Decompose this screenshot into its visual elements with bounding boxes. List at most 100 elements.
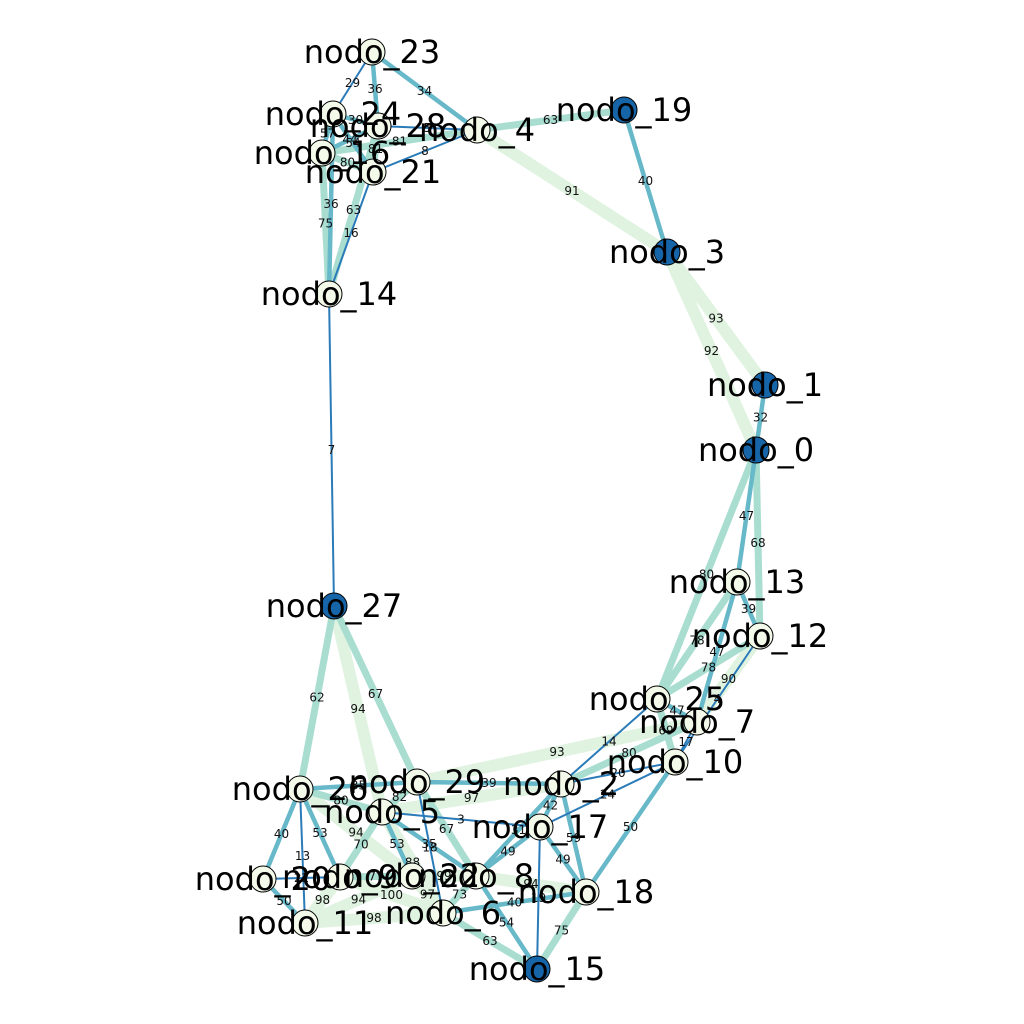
- node-n0[interactable]: [742, 436, 770, 464]
- node-label: nodo_17: [472, 808, 608, 846]
- edge-weight-label: 53: [312, 826, 327, 840]
- edge-weight-label: 91: [564, 184, 579, 198]
- edge-n26-n22: [294, 783, 418, 882]
- edge-n2-n5: [376, 778, 567, 818]
- node-n13[interactable]: [723, 568, 751, 596]
- node-n28[interactable]: [364, 112, 392, 140]
- node-label: nodo_22: [344, 857, 480, 895]
- node-n19[interactable]: [610, 96, 638, 124]
- node-label: nodo_4: [419, 111, 535, 149]
- edge-weight-label: 98: [366, 911, 381, 925]
- edge-weight-label: 80: [621, 746, 636, 760]
- edge-weight-label: 36: [367, 82, 382, 96]
- node-n25[interactable]: [643, 685, 671, 713]
- node-n17[interactable]: [526, 813, 554, 841]
- node-label: nodo_27: [266, 587, 402, 625]
- edge-weight-label: 36: [323, 197, 338, 211]
- edge-weight-label: 80: [333, 794, 348, 808]
- edge-n11-n22: [299, 870, 418, 929]
- node-n18[interactable]: [572, 878, 600, 906]
- node-n27[interactable]: [320, 592, 348, 620]
- node-n4[interactable]: [463, 116, 491, 144]
- edge-n27-n26: [296, 602, 338, 793]
- edge-weight-label: 31: [511, 823, 526, 837]
- edge-n14-n27: [328, 293, 335, 607]
- node-label: nodo_3: [609, 233, 725, 271]
- edge-weight-label: 75: [554, 924, 569, 938]
- edge-weight-label: 8: [421, 144, 429, 158]
- node-n29[interactable]: [403, 768, 431, 796]
- edge-n17-n5: [381, 811, 541, 828]
- node-label: nodo_18: [518, 873, 654, 911]
- edge-weight-label: 81: [368, 142, 383, 156]
- node-n1[interactable]: [751, 371, 779, 399]
- edge-weight-label: 17: [678, 735, 693, 749]
- node-label: nodo_6: [385, 894, 501, 932]
- edge-weight-label: 5: [424, 121, 432, 135]
- edge-n2-n29: [414, 779, 564, 787]
- node-n5[interactable]: [368, 798, 396, 826]
- edge-weight-label: 63: [482, 934, 497, 948]
- edge-weight-label: 47: [739, 509, 754, 523]
- edge-weight-label: 54: [499, 916, 514, 930]
- edge-weight-label: 40: [274, 827, 289, 841]
- node-n21[interactable]: [359, 158, 387, 186]
- node-label: nodo_5: [324, 793, 440, 831]
- node-n6[interactable]: [429, 899, 457, 927]
- edge-weight-label: 69: [658, 724, 673, 738]
- edge-weight-label: 59: [566, 831, 581, 845]
- edge-n10-n17: [539, 761, 676, 828]
- edge-weight-label: 47: [709, 645, 724, 659]
- edge-weight-label: 90: [721, 672, 736, 686]
- node-n10[interactable]: [661, 748, 689, 776]
- edge-weight-label: 22: [294, 871, 309, 885]
- edge-weight-label: 3: [457, 813, 465, 827]
- edge-weight-label: 50: [276, 894, 291, 908]
- edge-n28-n4: [377, 125, 478, 131]
- node-n11[interactable]: [291, 909, 319, 937]
- node-label: nodo_0: [698, 431, 814, 469]
- edge-n6-n18: [440, 889, 589, 916]
- edge-weight-label: 4: [714, 692, 722, 706]
- node-labels-layer: nodo_23nodo_24nodo_28nodo_4nodo_16nodo_2…: [195, 33, 828, 988]
- edge-n28-n14: [325, 122, 382, 298]
- node-label: nodo_14: [261, 275, 397, 313]
- edge-n27-n29: [330, 602, 421, 786]
- node-n22[interactable]: [398, 862, 426, 890]
- edge-n29-n8: [413, 778, 480, 880]
- edge-n8-n15: [473, 873, 540, 972]
- edge-weight-label: 54: [345, 136, 360, 150]
- edge-weight-label: 92: [704, 344, 719, 358]
- node-n16[interactable]: [308, 139, 336, 167]
- node-n2[interactable]: [547, 770, 575, 798]
- edge-weight-label: 62: [309, 691, 324, 705]
- node-n24[interactable]: [319, 100, 347, 128]
- edge-n25-n2: [560, 698, 658, 785]
- edge-n26-n29: [297, 779, 420, 792]
- node-label: nodo_23: [304, 33, 440, 71]
- edge-n9-n6: [334, 871, 449, 919]
- edge-n3-n0: [661, 246, 762, 456]
- node-n9[interactable]: [326, 863, 354, 891]
- edge-n4-n19: [473, 106, 628, 134]
- node-n14[interactable]: [315, 280, 343, 308]
- node-n15[interactable]: [523, 955, 551, 983]
- node-label: nodo_9: [282, 858, 398, 896]
- node-label: nodo_13: [669, 563, 805, 601]
- edge-weight-label: 73: [452, 888, 467, 902]
- node-n20[interactable]: [249, 865, 277, 893]
- node-n7[interactable]: [683, 708, 711, 736]
- edge-weight-label: 94: [350, 702, 365, 716]
- edge-weight-label: 40: [638, 174, 653, 188]
- edge-weight-label: 93: [708, 312, 723, 326]
- node-n12[interactable]: [746, 622, 774, 650]
- node-n26[interactable]: [286, 775, 314, 803]
- edge-weight-label: 80: [699, 568, 714, 582]
- edge-n24-n14: [326, 111, 336, 297]
- node-n8[interactable]: [462, 862, 490, 890]
- node-n23[interactable]: [358, 38, 386, 66]
- node-n3[interactable]: [653, 238, 681, 266]
- edge-weight-label: 42: [543, 799, 558, 813]
